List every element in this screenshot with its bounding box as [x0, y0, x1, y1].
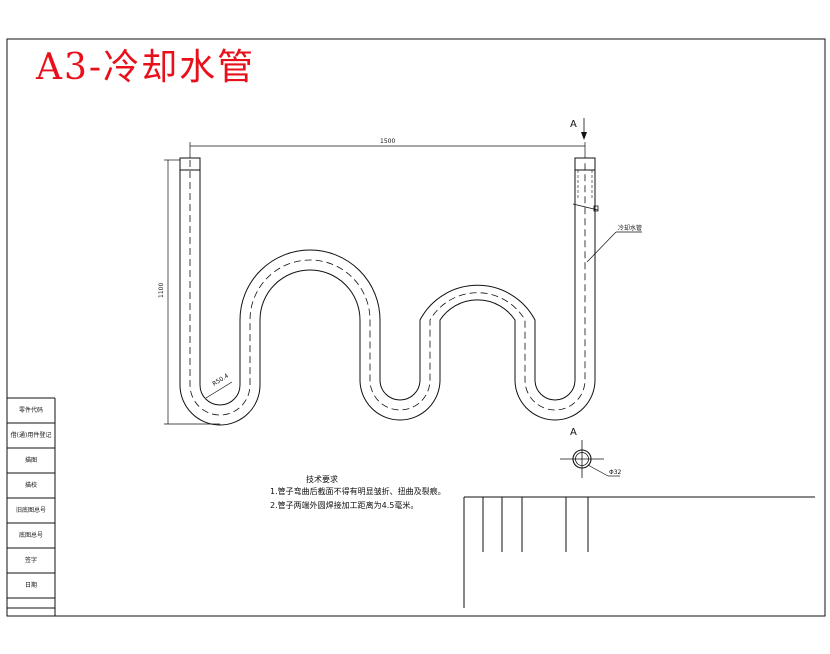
side-table-cell-base-number: 底图总号 — [18, 532, 43, 539]
side-table-cell-part-code: 零件代码 — [18, 407, 43, 414]
height-dimension — [164, 159, 220, 425]
height-dimension-label: 1100 — [158, 283, 165, 298]
technical-note-2: 2.管子两端外圆焊接加工距离为4.5毫米。 — [270, 501, 419, 510]
side-table-cell-old-base-number: 旧底图总号 — [15, 507, 46, 514]
technical-note-1: 1.管子弯曲后截面不得有明显皱折、扭曲及裂痕。 — [270, 487, 446, 496]
pipe-callout-leader — [586, 231, 617, 263]
title-block — [463, 496, 815, 608]
drawing-border — [6, 38, 826, 617]
width-dimension-label: 1500 — [380, 138, 395, 145]
side-table-cell-tracing: 描图 — [24, 457, 37, 464]
side-table-cell-date: 日期 — [24, 582, 37, 589]
pipe-centerline — [189, 160, 586, 416]
side-table-cell-borrowed-register: 借(通)用件登记 — [10, 432, 52, 439]
technical-notes-heading: 技术要求 — [306, 475, 338, 484]
side-table-cell-signature: 签字 — [24, 557, 37, 564]
section-marker-top: A — [570, 119, 577, 130]
side-table — [7, 397, 56, 616]
section-view — [560, 440, 620, 478]
side-table-cell-trace-check: 描校 — [24, 482, 37, 489]
width-dimension — [189, 142, 586, 158]
radius-leader — [205, 381, 233, 399]
pipe-callout-label: 冷却水管 — [618, 224, 642, 232]
cooling-pipe — [179, 157, 599, 426]
pipe-inner-wall — [199, 158, 576, 406]
drawing-title: A3-冷却水管 — [36, 47, 256, 88]
pipe-outer-wall — [179, 158, 596, 426]
bend-radius-label: R50.4 — [211, 372, 230, 387]
section-view-label: A — [570, 427, 577, 438]
section-pipe-label: Φ32 — [609, 469, 622, 476]
section-arrow-head — [581, 132, 587, 140]
